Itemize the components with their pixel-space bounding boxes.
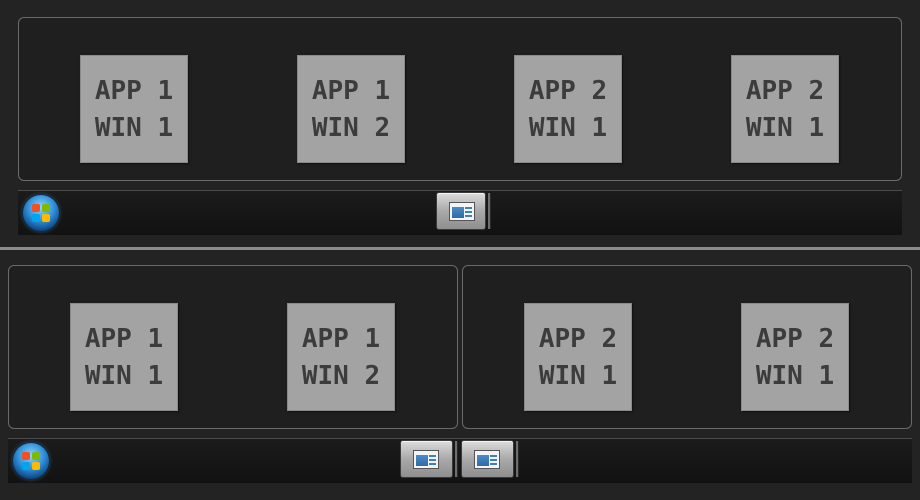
thumbnail-app-label: APP 2: [538, 324, 618, 354]
taskbar-app-button-app2[interactable]: [461, 440, 514, 478]
taskbar-stack-edge: [455, 441, 458, 477]
thumbnail-window-label: WIN 1: [94, 113, 174, 143]
taskbar-app-button-app1[interactable]: [400, 440, 453, 478]
window-thumbnail[interactable]: APP 2 WIN 1: [741, 303, 849, 411]
application-window-icon: [449, 202, 475, 221]
application-window-icon: [474, 450, 500, 469]
window-thumbnail[interactable]: APP 2 WIN 1: [524, 303, 632, 411]
taskbar-stack-edge: [488, 193, 491, 229]
thumbnail-window-label: WIN 1: [84, 361, 164, 391]
window-thumbnail[interactable]: APP 1 WIN 1: [80, 55, 188, 163]
taskbar-bottom: [8, 438, 912, 483]
taskbar-stack-edge: [516, 441, 519, 477]
windows-start-orb-icon[interactable]: [23, 195, 59, 231]
thumbnail-window-label: WIN 1: [538, 361, 618, 391]
thumbnail-app-label: APP 1: [311, 76, 391, 106]
thumbnail-window-label: WIN 1: [745, 113, 825, 143]
thumbnail-window-label: WIN 2: [301, 361, 381, 391]
section-divider: [0, 247, 920, 250]
window-thumbnail[interactable]: APP 1 WIN 2: [287, 303, 395, 411]
window-thumbnail[interactable]: APP 2 WIN 1: [731, 55, 839, 163]
taskbar-app-button-combined[interactable]: [436, 192, 486, 230]
thumbnail-window-label: WIN 1: [528, 113, 608, 143]
thumbnail-app-label: APP 2: [755, 324, 835, 354]
window-thumbnail[interactable]: APP 1 WIN 2: [297, 55, 405, 163]
application-window-icon: [413, 450, 439, 469]
thumbnail-app-label: APP 1: [301, 324, 381, 354]
thumbnail-app-label: APP 1: [84, 324, 164, 354]
thumbnail-window-label: WIN 1: [755, 361, 835, 391]
thumbnail-app-label: APP 1: [94, 76, 174, 106]
thumbnail-app-label: APP 2: [528, 76, 608, 106]
windows-start-orb-icon[interactable]: [13, 443, 49, 479]
thumbnail-app-label: APP 2: [745, 76, 825, 106]
thumbnail-window-label: WIN 2: [311, 113, 391, 143]
window-thumbnail[interactable]: APP 1 WIN 1: [70, 303, 178, 411]
window-thumbnail[interactable]: APP 2 WIN 1: [514, 55, 622, 163]
